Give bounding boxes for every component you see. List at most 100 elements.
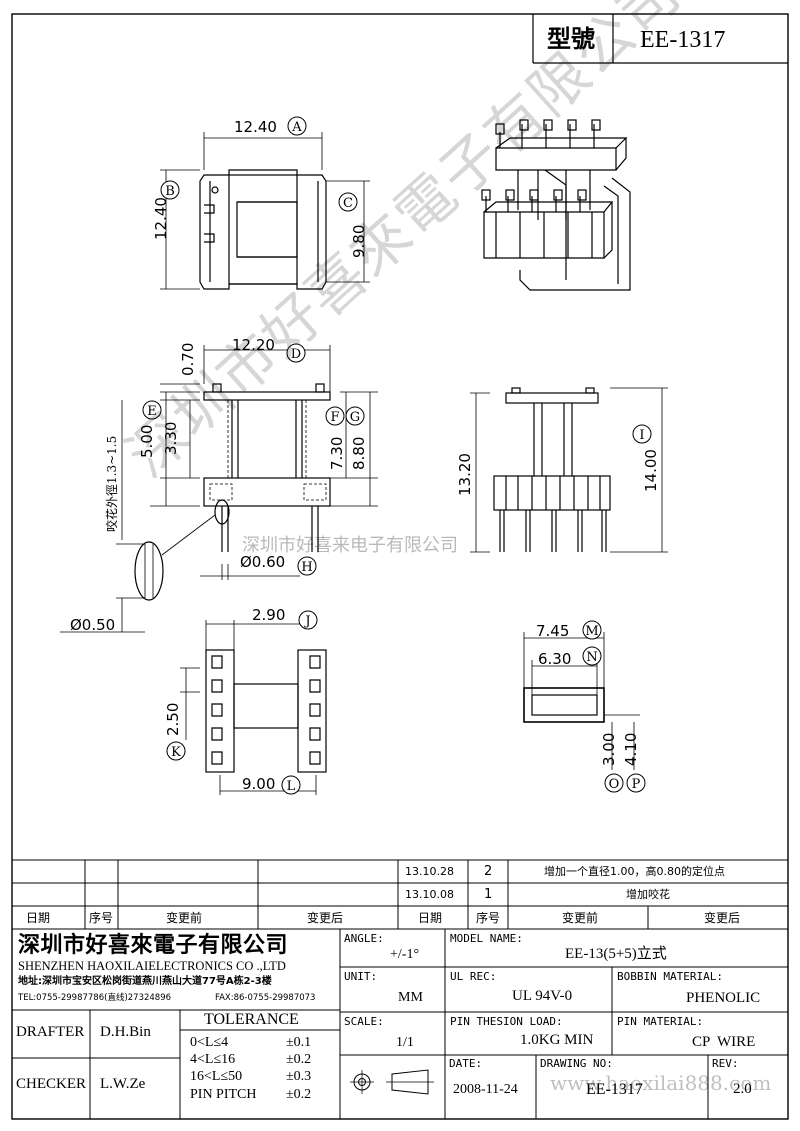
company-tel: TEL:0755-29987786(直线)27324896 bbox=[18, 993, 172, 1003]
model-value: EE-1317 bbox=[640, 27, 726, 53]
scale-value: 1/1 bbox=[396, 1035, 414, 1050]
drafter-name: D.H.Bin bbox=[100, 1024, 151, 1040]
tol-range-2: 4<L≤16 bbox=[190, 1052, 236, 1067]
company-fax: FAX:86-0755-29987073 bbox=[215, 993, 316, 1003]
callout-p: P bbox=[626, 773, 646, 793]
tol-value-4: ±0.2 bbox=[286, 1087, 312, 1102]
dim-m: 7.45 bbox=[536, 622, 570, 640]
sheet-frame bbox=[11, 13, 789, 1120]
dim-e: 5.00 bbox=[138, 424, 156, 458]
tol-range-1: 0<L≤4 bbox=[190, 1035, 229, 1050]
tol-range-3: 16<L≤50 bbox=[190, 1069, 243, 1084]
dim-p: 4.10 bbox=[622, 732, 640, 766]
crimp-note: 咬花外徑1.3~1.5 bbox=[105, 435, 119, 532]
dim-f: 7.30 bbox=[328, 436, 346, 470]
callout-g: G bbox=[345, 406, 365, 426]
drawing-no-value: EE-1317 bbox=[586, 1081, 643, 1098]
svg-text:J: J bbox=[303, 614, 310, 629]
tol-value-3: ±0.3 bbox=[286, 1069, 312, 1084]
model-box bbox=[532, 14, 788, 64]
rev2-desc: 增加一个直径1.00，高0.80的定位点 bbox=[544, 865, 725, 878]
front-view bbox=[470, 387, 668, 553]
watermark-url: www.haoxilai888.com bbox=[550, 1071, 772, 1095]
rev-h-after-r: 变更后 bbox=[704, 911, 741, 925]
drafter-label: DRAFTER bbox=[16, 1024, 85, 1040]
rev-h-after-l: 变更后 bbox=[307, 911, 344, 925]
dim-pin-dia: Ø0.60 bbox=[240, 553, 286, 571]
unit-label: UNIT: bbox=[344, 970, 378, 983]
scale-label: SCALE: bbox=[344, 1015, 384, 1028]
svg-text:C: C bbox=[343, 196, 353, 211]
company-name-cn: 深圳市好喜來電子有限公司 bbox=[18, 932, 289, 958]
callout-f: F bbox=[325, 406, 345, 426]
bobbin-value: PHENOLIC bbox=[686, 990, 761, 1006]
callout-m: M bbox=[582, 620, 602, 640]
rev2-date: 13.10.28 bbox=[405, 865, 454, 878]
svg-text:B: B bbox=[165, 184, 175, 199]
pin-load-value: 1.0KG MIN bbox=[520, 1032, 594, 1048]
tol-range-4: PIN PITCH bbox=[190, 1087, 257, 1102]
unit-value: MM bbox=[398, 990, 423, 1005]
callout-e: E bbox=[142, 400, 162, 420]
svg-text:M: M bbox=[585, 624, 598, 639]
dim-d-top: 0.70 bbox=[179, 342, 197, 376]
dim-d: 12.20 bbox=[232, 336, 275, 354]
callout-l: L bbox=[281, 775, 301, 795]
pin-mat-label: PIN MATERIAL: bbox=[617, 1015, 704, 1028]
callout-i: I bbox=[632, 424, 652, 444]
dim-g: 8.80 bbox=[350, 436, 368, 470]
side-view bbox=[60, 345, 378, 633]
dim-e2: 3.30 bbox=[162, 421, 180, 455]
company-address: 地址:深圳市宝安区松岗街道燕川燕山大道77号A栋2-3楼 bbox=[18, 976, 272, 987]
ul-value: UL 94V-0 bbox=[512, 988, 573, 1004]
callout-j: J bbox=[298, 610, 318, 630]
dim-n: 6.30 bbox=[538, 650, 572, 668]
dim-pin-dia2: Ø0.50 bbox=[70, 616, 116, 634]
rev-h-before-l: 变更前 bbox=[166, 911, 203, 925]
tolerance-title: TOLERANCE bbox=[204, 1011, 299, 1028]
rev-h-date-l: 日期 bbox=[26, 911, 51, 925]
isometric-view bbox=[481, 119, 631, 291]
callout-c: C bbox=[338, 192, 358, 212]
tol-value-2: ±0.2 bbox=[286, 1052, 312, 1067]
rev1-date: 13.10.08 bbox=[405, 888, 454, 901]
callout-k: K bbox=[166, 741, 186, 761]
rev2-no: 2 bbox=[484, 864, 493, 879]
dim-b: 12.40 bbox=[152, 197, 170, 240]
callout-b: B bbox=[160, 180, 180, 200]
callout-h: H bbox=[297, 556, 317, 576]
model-label: 型號 bbox=[547, 24, 595, 53]
watermark-center: 深圳市好喜来电子有限公司 bbox=[242, 535, 458, 556]
rev-h-no-r: 序号 bbox=[476, 911, 501, 925]
dim-l: 9.00 bbox=[242, 775, 276, 793]
svg-text:P: P bbox=[632, 777, 641, 792]
checker-label: CHECKER bbox=[16, 1076, 87, 1092]
angle-value: +/-1° bbox=[390, 947, 420, 962]
dim-k: 2.50 bbox=[164, 702, 182, 736]
rev-h-before-r: 变更前 bbox=[562, 911, 599, 925]
callout-a: A bbox=[287, 116, 307, 136]
dim-i2: 13.20 bbox=[456, 453, 474, 496]
svg-text:L: L bbox=[287, 779, 296, 794]
svg-text:E: E bbox=[147, 404, 157, 419]
bobbin-label: BOBBIN MATERIAL: bbox=[617, 970, 723, 983]
pin-load-label: PIN THESION LOAD: bbox=[450, 1015, 563, 1028]
dim-i: 14.00 bbox=[642, 449, 660, 492]
callout-o: O bbox=[604, 773, 624, 793]
angle-label: ANGLE: bbox=[344, 932, 384, 945]
svg-text:H: H bbox=[301, 560, 312, 575]
dim-j: 2.90 bbox=[252, 606, 286, 624]
model-name-value: EE-13(5+5)立式 bbox=[565, 946, 667, 962]
drawing-no-label: DRAWING NO: bbox=[540, 1057, 613, 1070]
callout-n: N bbox=[582, 646, 602, 666]
rev1-desc: 增加咬花 bbox=[626, 888, 670, 901]
callout-d: D bbox=[286, 343, 306, 363]
tol-value-1: ±0.1 bbox=[286, 1035, 312, 1050]
pin-mat-value: CP WIRE bbox=[692, 1034, 756, 1050]
rev-value: 2.0 bbox=[733, 1081, 752, 1097]
dim-o: 3.00 bbox=[600, 732, 618, 766]
svg-text:D: D bbox=[291, 347, 301, 362]
rev-h-no-l: 序号 bbox=[89, 911, 114, 925]
